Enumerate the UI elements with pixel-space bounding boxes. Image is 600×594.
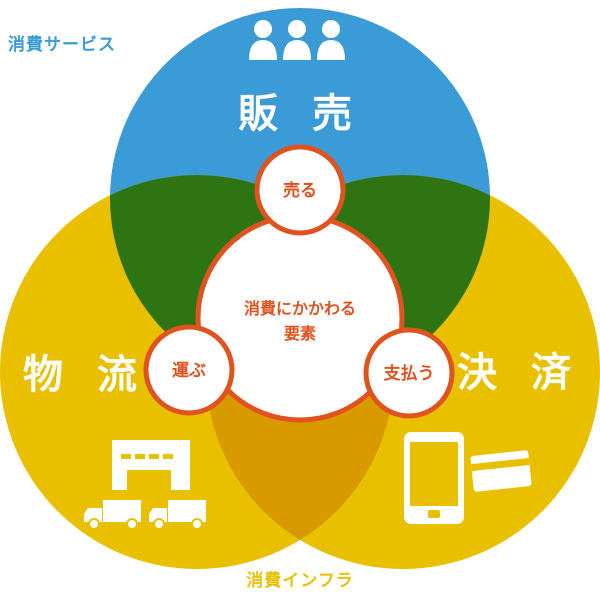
smartphone-icon: [404, 432, 464, 524]
logistics-label: 物 流: [23, 352, 147, 398]
center-label-line1: 消費にかかわる: [244, 299, 356, 318]
people-icon: [249, 20, 345, 60]
pay-label: 支払う: [384, 363, 435, 384]
pay-circle: [363, 327, 455, 419]
sales-label: 販 売: [238, 91, 362, 137]
consumer-services-label: 消費サービス: [8, 35, 116, 55]
carry-circle: [143, 324, 235, 416]
consumer-infra-label: 消費インフラ: [246, 571, 354, 591]
center-label-line2: 要素: [284, 324, 316, 343]
card-icon: [470, 450, 532, 492]
truck-icon: [84, 500, 141, 530]
carry-label: 運ぶ: [172, 361, 206, 381]
truck-icon: [149, 500, 206, 530]
sell-label: 売る: [283, 180, 317, 201]
payment-label: 決 済: [457, 350, 581, 396]
sell-circle: [254, 144, 346, 236]
warehouse-icon: [112, 440, 190, 490]
